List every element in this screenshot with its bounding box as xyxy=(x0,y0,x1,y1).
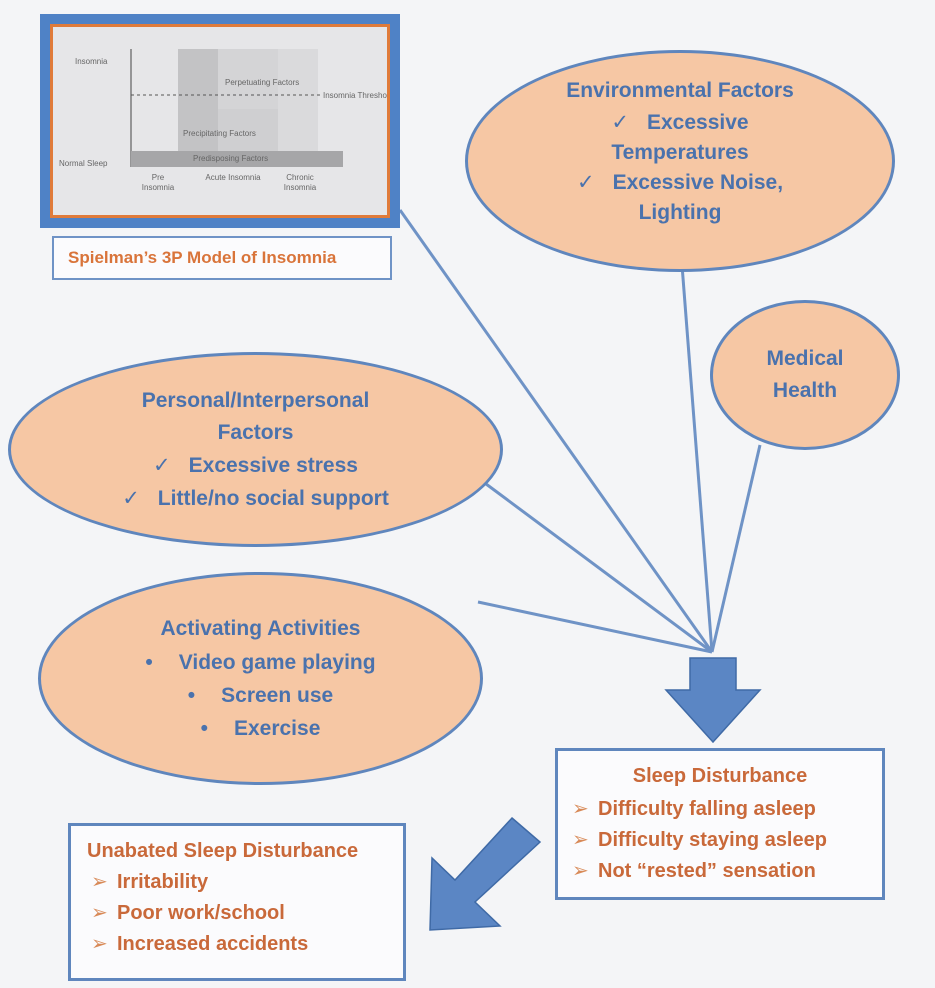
activating-activities-ellipse: Activating Activities • Video game playin… xyxy=(38,572,483,785)
chevron-right-icon: ➢ xyxy=(91,933,108,955)
predisposing-label: Predisposing Factors xyxy=(193,154,269,163)
environmental-title: Environmental Factors xyxy=(566,78,794,102)
check-icon: ✓ xyxy=(153,453,171,477)
environmental-item-continued: Temperatures xyxy=(611,140,749,164)
figure-panel: Insomnia Normal Sleep Insomnia Threshold… xyxy=(50,24,390,218)
connector-personal xyxy=(477,476,713,654)
unabated-item: ➢ Irritability xyxy=(87,867,403,898)
bullet-icon: • xyxy=(187,684,196,707)
connector-activating xyxy=(477,600,713,654)
chevron-right-icon: ➢ xyxy=(572,798,589,820)
environmental-item-line: Excessive Noise, xyxy=(612,170,784,194)
x-tick-line: Pre xyxy=(151,173,165,182)
perpetuating-label: Perpetuating Factors xyxy=(225,78,300,87)
sleep-disturbance-item-text: Difficulty falling asleep xyxy=(598,798,816,820)
x-tick-pre: Pre Insomnia xyxy=(138,173,178,193)
check-icon: ✓ xyxy=(122,486,140,510)
precipitating-bar xyxy=(218,109,278,151)
down-arrow-icon xyxy=(664,657,762,744)
threshold-label: Insomnia Threshold xyxy=(323,91,390,100)
environmental-item-continued: Lighting xyxy=(638,200,722,224)
personal-item-text: Excessive stress xyxy=(188,453,358,477)
personal-item: ✓ Excessive stress xyxy=(153,449,358,482)
activating-item: • Video game playing xyxy=(145,646,375,679)
personal-factors-ellipse: Personal/Interpersonal Factors ✓ Excessiv… xyxy=(8,352,503,547)
medical-title-line: Health xyxy=(772,379,838,402)
x-tick-line: Insomnia xyxy=(283,183,317,192)
x-tick-line: Acute Insomnia xyxy=(205,173,261,182)
x-tick-acute: Acute Insomnia xyxy=(193,173,273,183)
chevron-right-icon: ➢ xyxy=(91,902,108,924)
figure-caption: Spielman’s 3P Model of Insomnia xyxy=(68,248,337,267)
personal-item: ✓ Little/no social support xyxy=(122,482,389,515)
sleep-disturbance-item: ➢ Difficulty staying asleep xyxy=(572,825,882,856)
activating-item: • Screen use xyxy=(188,679,333,712)
x-tick-line: Insomnia xyxy=(141,183,175,192)
perpetuating-bar xyxy=(218,49,278,109)
unabated-item-text: Increased accidents xyxy=(117,933,309,955)
personal-title-line: Factors xyxy=(217,420,294,444)
unabated-item-text: Irritability xyxy=(117,871,209,893)
unabated-sleep-disturbance-box: Unabated Sleep Disturbance ➢ Irritability… xyxy=(68,823,406,981)
sleep-disturbance-item-text: Difficulty staying asleep xyxy=(598,829,827,851)
activating-title: Activating Activities xyxy=(160,617,361,640)
x-tick-chronic: Chronic Insomnia xyxy=(275,173,325,193)
medical-title-line: Medical xyxy=(766,347,844,370)
chevron-right-icon: ➢ xyxy=(572,829,589,851)
diagonal-arrow-icon xyxy=(429,816,542,931)
bullet-icon: • xyxy=(200,717,208,740)
connector-environmental xyxy=(680,264,714,653)
personal-item-text: Little/no social support xyxy=(157,486,389,510)
insomnia-model-figure: Insomnia Normal Sleep Insomnia Threshold… xyxy=(40,14,400,228)
chevron-right-icon: ➢ xyxy=(572,860,589,882)
sleep-disturbance-item: ➢ Difficulty falling asleep xyxy=(572,794,882,825)
medical-health-ellipse: Medical Health xyxy=(710,300,900,450)
y-label-insomnia: Insomnia xyxy=(75,57,108,66)
unabated-item: ➢ Increased accidents xyxy=(87,929,403,960)
chevron-right-icon: ➢ xyxy=(91,871,108,893)
chronic-stack xyxy=(278,49,318,151)
environmental-item: ✓ Excessive Noise, xyxy=(577,168,783,198)
bullet-icon: • xyxy=(145,651,153,674)
predisposing-bar xyxy=(131,151,343,167)
model-chart xyxy=(130,49,343,167)
environmental-item-line: Excessive xyxy=(647,110,749,134)
activating-item-text: Exercise xyxy=(233,717,321,740)
sleep-disturbance-item: ➢ Not “rested” sensation xyxy=(572,856,882,887)
acute-stack xyxy=(178,49,218,151)
environmental-factors-ellipse: Environmental Factors ✓ Excessive Tempera… xyxy=(465,50,895,272)
activating-item: • Exercise xyxy=(201,712,321,745)
activating-item-text: Video game playing xyxy=(178,651,376,674)
precipitating-label: Precipitating Factors xyxy=(183,129,256,138)
personal-title-line: Personal/Interpersonal xyxy=(141,388,370,412)
figure-caption-box: Spielman’s 3P Model of Insomnia xyxy=(52,236,392,280)
check-icon: ✓ xyxy=(576,170,595,194)
sleep-disturbance-title: Sleep Disturbance xyxy=(632,765,808,787)
unabated-title: Unabated Sleep Disturbance xyxy=(87,840,359,862)
sleep-disturbance-item-text: Not “rested” sensation xyxy=(598,860,816,882)
y-label-normal-sleep: Normal Sleep xyxy=(59,159,108,168)
environmental-item: ✓ Excessive xyxy=(611,108,748,138)
x-tick-line: Chronic xyxy=(286,173,314,182)
unabated-item-text: Poor work/school xyxy=(117,902,285,924)
check-icon: ✓ xyxy=(611,110,629,134)
unabated-item: ➢ Poor work/school xyxy=(87,898,403,929)
activating-item-text: Screen use xyxy=(221,684,334,707)
sleep-disturbance-box: Sleep Disturbance ➢ Difficulty falling as… xyxy=(555,748,885,900)
connector-medical xyxy=(710,444,762,653)
connector-figure xyxy=(398,209,714,653)
